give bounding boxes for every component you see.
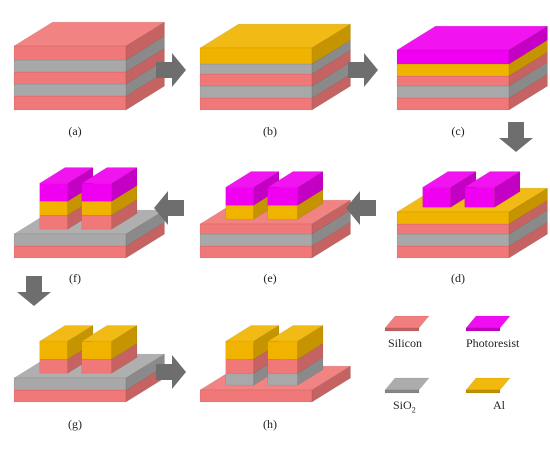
panel-e-layer-2-front [199, 223, 313, 235]
legend-photoresist-swatch-edge [465, 327, 501, 332]
panel-d-layer-3-side [508, 187, 548, 225]
arrow-f-to-g [17, 276, 51, 306]
arrow-d-to-e [346, 191, 376, 225]
panel-h-ox-left-front [225, 372, 254, 386]
panel-g-layer-0-front [13, 389, 127, 403]
panel-h-al-right-side [297, 325, 324, 360]
panel-c-layer-1-front [396, 85, 510, 99]
panel-d-layer-1-front [396, 233, 510, 247]
panel-f-layer-1-front [13, 233, 127, 247]
panel-a-layer-4-side [125, 21, 165, 61]
panel-c-layer-4-front [396, 49, 510, 65]
panel-f-si-right-front [81, 214, 112, 230]
panel-e-al-left-front [225, 204, 254, 220]
panel-h-al-right-front [267, 340, 298, 360]
panel-e-layer-0-front [199, 245, 313, 259]
arrow-g-to-h [156, 355, 186, 389]
panel-f-layer-0-front [13, 245, 127, 259]
label-g: (g) [68, 417, 82, 431]
panel-f-pr-left-front [39, 182, 68, 202]
label-h: (h) [263, 417, 277, 431]
panel-a-layer-0-front [13, 95, 127, 111]
label-c: (c) [451, 124, 465, 138]
panel-e-pr-right-side [297, 171, 324, 206]
legend-silicon-swatch-top [384, 315, 430, 329]
panel-b-layer-3-front [199, 63, 313, 75]
label-d: (d) [451, 271, 465, 285]
panel-a-layer-3-front [13, 59, 127, 73]
legend-photoresist-label: Photoresist [466, 336, 520, 350]
panel-e-layer-1-front [199, 233, 313, 247]
panel-c-layer-3-front [396, 63, 510, 77]
panel-f-si-left-front [39, 214, 68, 230]
panel-g-al-right-side [111, 325, 138, 360]
panel-b-layer-2-front [199, 73, 313, 87]
panel-e-al-right-front [267, 204, 298, 220]
panel-b-layer-4-side [311, 23, 351, 65]
panel-g-si-left-front [39, 358, 68, 374]
legend-photoresist-swatch-top [465, 315, 511, 329]
panel-g-al-left-front [39, 340, 68, 360]
panel-g-layer-1-side [125, 353, 165, 391]
panel-c-layer-0-front [396, 97, 510, 111]
legend-sio2-label: SiO2 [393, 398, 416, 415]
panel-a-layer-2-front [13, 71, 127, 85]
panel-h-ox-right-front [267, 372, 298, 386]
legend-silicon-swatch-edge [384, 327, 420, 332]
label-a: (a) [68, 124, 82, 138]
legend-al-swatch-top [465, 377, 511, 391]
panel-g-al-right-front [81, 340, 112, 360]
panel-c-layer-4-side [508, 25, 548, 65]
panel-d-layer-0-front [396, 245, 510, 259]
arrow-a-to-b [156, 53, 186, 87]
arrow-c-to-d [499, 122, 533, 152]
legend-silicon-label: Silicon [388, 336, 423, 350]
arrow-e-to-f [154, 191, 184, 225]
panel-g-layer-1-front [13, 377, 127, 391]
panel-d-layer-3-front [396, 211, 510, 225]
panel-b-layer-0-front [199, 97, 313, 111]
panel-b-layer-1-front [199, 85, 313, 99]
panel-g-si-right-front [81, 358, 112, 374]
panel-h-si-right-front [267, 358, 298, 374]
panel-h-si-left-front [225, 358, 254, 374]
panel-e-layer-2-side [311, 199, 351, 235]
panel-d-pr-right-side [494, 171, 521, 208]
panel-e-pr-left-front [225, 186, 254, 206]
panel-f-pr-right-side [111, 167, 138, 202]
panel-a-layer-1-front [13, 83, 127, 97]
panel-d-pr-left-front [422, 186, 451, 208]
panel-h-al-left-front [225, 340, 254, 360]
panel-f-al-left-front [39, 200, 68, 216]
panel-d-pr-right-front [464, 186, 495, 208]
panel-a-layer-4-front [13, 45, 127, 61]
legend-sio2-swatch-edge [384, 389, 420, 394]
panel-e-pr-right-front [267, 186, 298, 206]
panel-d-layer-2-front [396, 223, 510, 235]
legend-al-swatch-edge [465, 389, 501, 394]
legend-sio2-swatch-top [384, 377, 430, 391]
arrow-b-to-c [348, 53, 378, 87]
panel-h-layer-0-side [311, 365, 351, 403]
label-e: (e) [263, 271, 277, 285]
panel-f-al-right-front [81, 200, 112, 216]
panel-b-layer-4-front [199, 47, 313, 65]
label-f: (f) [69, 271, 81, 285]
legend-al-label: Al [493, 398, 505, 412]
panel-c-layer-2-front [396, 75, 510, 87]
panel-f-pr-right-front [81, 182, 112, 202]
label-b: (b) [263, 124, 277, 138]
panel-h-layer-0-front [199, 389, 313, 403]
